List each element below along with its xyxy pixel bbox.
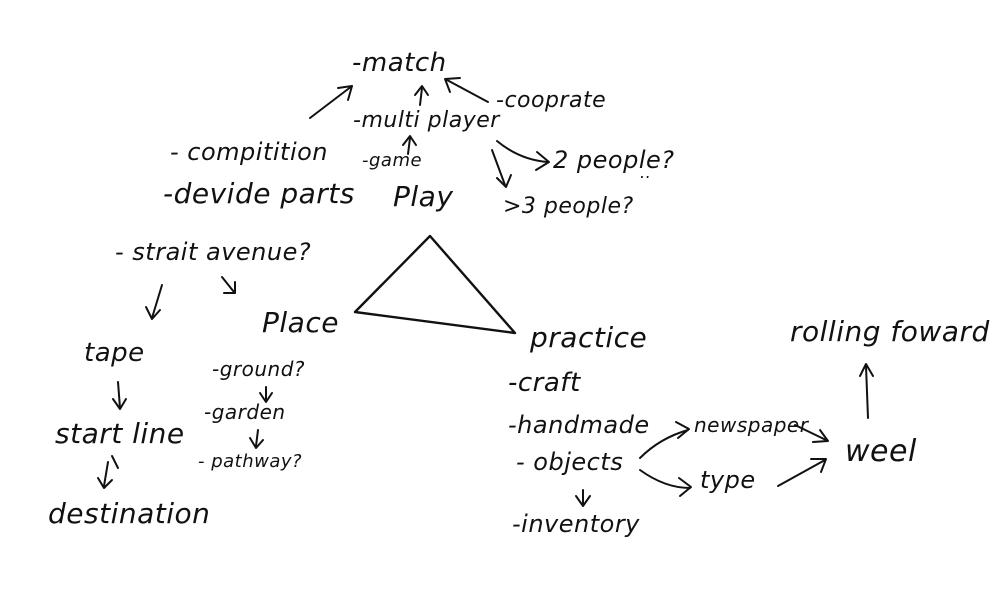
label-inventory: -inventory bbox=[512, 510, 640, 538]
label-play: Play bbox=[393, 180, 454, 213]
label-garden: -garden bbox=[204, 400, 286, 424]
arrow-ground-to-garden bbox=[259, 386, 273, 403]
label-rolling-forward: rolling foward bbox=[790, 315, 990, 348]
label-tape: tape bbox=[84, 338, 145, 368]
arrow-avenue-to-tape bbox=[145, 284, 163, 320]
label-practice: practice bbox=[530, 321, 648, 354]
label-cooprate: -cooprate bbox=[496, 88, 607, 113]
arrow-multiplayer-to-match bbox=[414, 85, 429, 106]
label-multi-player: -multi player bbox=[353, 108, 500, 133]
arrow-garden-to-pathway bbox=[249, 429, 264, 449]
arrow-tape-to-startline bbox=[112, 381, 127, 410]
arrow-objects-to-type bbox=[639, 469, 692, 497]
label-ground: -ground? bbox=[212, 357, 306, 381]
label-compitition: - compitition bbox=[170, 138, 328, 166]
arrow-to-three-people bbox=[491, 149, 512, 188]
central-triangle bbox=[353, 234, 517, 335]
label-objects: - objects bbox=[516, 448, 624, 476]
label-place: Place bbox=[262, 306, 339, 339]
label-three-people: >3 people? bbox=[503, 194, 634, 219]
arrow-to-two-people bbox=[496, 140, 550, 171]
label-match: -match bbox=[352, 48, 447, 78]
arrow-objects-to-newspaper bbox=[639, 421, 690, 459]
label-start-line: start line bbox=[55, 417, 185, 450]
arrow-cooprate-to-match bbox=[444, 77, 489, 103]
label-weel: weel bbox=[845, 434, 917, 469]
label-type: type bbox=[700, 466, 756, 494]
label-two-people: 2 people? bbox=[553, 146, 675, 174]
label-devide-parts: -devide parts bbox=[163, 177, 355, 210]
label-newspaper: newspaper bbox=[694, 413, 809, 437]
label-strait-avenue: - strait avenue? bbox=[115, 238, 312, 266]
label-handmade: -handmade bbox=[508, 411, 650, 439]
label-craft: -craft bbox=[508, 368, 581, 398]
arrow-type-to-weel bbox=[777, 458, 827, 487]
label-game: -game bbox=[362, 150, 423, 171]
arrow-startline-to-destination bbox=[97, 455, 119, 489]
arrow-compitition-to-match bbox=[309, 85, 353, 119]
arrow-weel-to-rolling bbox=[859, 363, 874, 419]
arrow-avenue-to-place bbox=[221, 276, 236, 294]
label-trailing-dots: .. bbox=[640, 163, 652, 182]
arrow-game-to-multiplayer bbox=[402, 135, 417, 155]
arrow-newspaper-to-weel bbox=[794, 424, 829, 443]
label-destination: destination bbox=[48, 497, 211, 530]
arrow-objects-to-inventory bbox=[575, 489, 591, 507]
label-pathway: - pathway? bbox=[198, 451, 303, 472]
